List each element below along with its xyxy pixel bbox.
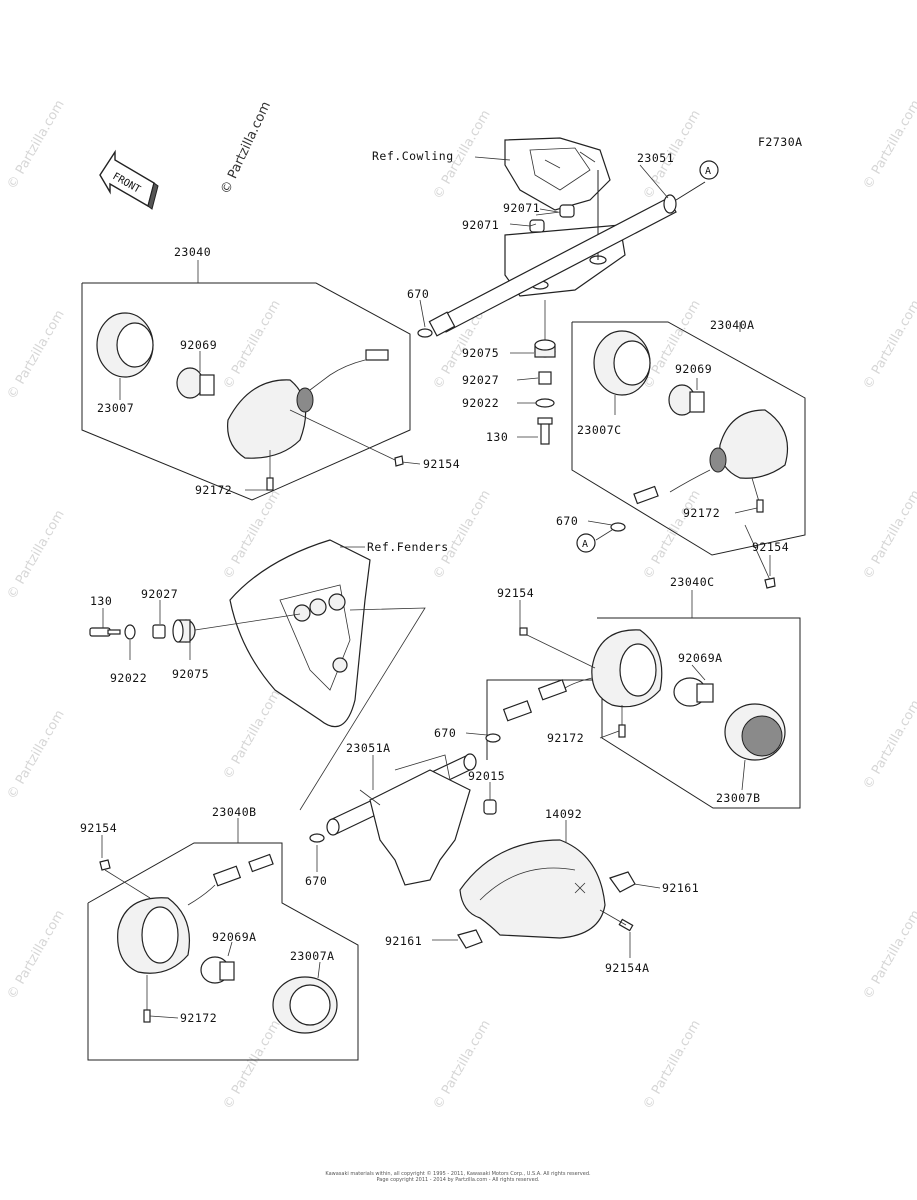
watermark: © Partzilla.com (640, 298, 703, 392)
svg-text:A: A (582, 539, 588, 550)
fender-bracket (194, 539, 426, 811)
watermark: © Partzilla.com (4, 98, 67, 192)
part-label: 92069 (675, 362, 712, 376)
watermark: © Partzilla.com (640, 488, 703, 582)
ref-cowling-label: Ref.Cowling (372, 149, 454, 163)
watermark: © Partzilla.com (220, 688, 283, 782)
part-label: 92172 (683, 506, 720, 520)
signal-group-23040 (81, 282, 433, 501)
signal-group-23040B (87, 842, 359, 1061)
part-label: 92172 (180, 1011, 217, 1025)
watermark: © Partzilla.com (430, 488, 493, 582)
watermark-main: © Partzilla.com (218, 99, 274, 196)
part-label: 92172 (547, 731, 584, 745)
stay-bar-23051 (428, 181, 706, 337)
circle-marker-a-bottom: A (576, 533, 596, 553)
part-label: 23040 (174, 245, 211, 259)
part-label: 23040B (212, 805, 257, 819)
part-label: 92161 (385, 934, 422, 948)
part-label: 92027 (141, 587, 178, 601)
part-label: 92071 (462, 218, 499, 232)
watermark: © Partzilla.com (860, 908, 917, 1002)
part-label: 23051 (637, 151, 674, 165)
part-label: 92154A (605, 961, 650, 975)
mount-stack-top (534, 300, 556, 445)
part-label: 23051A (346, 741, 391, 755)
part-label: 23040C (670, 575, 715, 589)
stay-bar-23051A (309, 753, 497, 886)
part-label: 92154 (423, 457, 460, 471)
watermark: © Partzilla.com (640, 1018, 703, 1112)
leader-lines (101, 164, 771, 1019)
svg-text:A: A (705, 166, 711, 177)
watermark: © Partzilla.com (4, 308, 67, 402)
watermark: © Partzilla.com (220, 298, 283, 392)
signal-group-23040C (485, 617, 801, 809)
watermark: © Partzilla.com (220, 1018, 283, 1112)
part-label: 130 (90, 594, 112, 608)
watermark: © Partzilla.com (860, 488, 917, 582)
footer-copyright: Kawasaki materials within, all copyright… (325, 1170, 591, 1177)
part-label: 92172 (195, 483, 232, 497)
part-label: 92161 (662, 881, 699, 895)
part-label: 92022 (110, 671, 147, 685)
part-label: 670 (556, 514, 578, 528)
part-label: 92027 (462, 373, 499, 387)
part-label: 92154 (497, 586, 534, 600)
footer-page-copyright: Page copyright 2011 - 2014 by Partzilla.… (377, 1177, 540, 1183)
part-label: 670 (407, 287, 429, 301)
watermark: © Partzilla.com (430, 1018, 493, 1112)
part-label: 670 (305, 874, 327, 888)
part-label: 23007 (97, 401, 134, 415)
watermark: © Partzilla.com (860, 698, 917, 792)
leader-line (474, 156, 511, 161)
part-label: 92154 (752, 540, 789, 554)
watermark: © Partzilla.com (860, 98, 917, 192)
ref-fenders-label: Ref.Fenders (367, 540, 449, 554)
part-labels: 23051 92071 92071 23040 670 92069 23007 … (80, 151, 789, 1025)
part-label: 23007C (577, 423, 622, 437)
part-label: 92069A (212, 930, 257, 944)
part-label: 92022 (462, 396, 499, 410)
signal-group-23040A (571, 321, 806, 589)
part-label: 92154 (80, 821, 117, 835)
part-label: 92069A (678, 651, 723, 665)
watermark: © Partzilla.com (860, 298, 917, 392)
part-label: 670 (434, 726, 456, 740)
part-label: 92015 (468, 769, 505, 783)
cover-14092 (457, 839, 636, 949)
circle-marker-a-top: A (699, 160, 719, 180)
part-label: 92071 (503, 201, 540, 215)
part-label: 23007B (716, 791, 761, 805)
figure-code: F2730A (758, 135, 803, 149)
part-label: 23007A (290, 949, 335, 963)
watermark: © Partzilla.com (4, 908, 67, 1002)
part-label: 23040A (710, 318, 755, 332)
part-label: 130 (486, 430, 508, 444)
front-arrow-icon: FRONT (99, 149, 159, 210)
clip-92071 (529, 204, 575, 233)
part-label: 92075 (462, 346, 499, 360)
part-label: 14092 (545, 807, 582, 821)
watermark: © Partzilla.com (4, 508, 67, 602)
mount-stack-left (89, 619, 196, 643)
part-label: 92075 (172, 667, 209, 681)
watermark: © Partzilla.com (4, 708, 67, 802)
part-label: 92069 (180, 338, 217, 352)
